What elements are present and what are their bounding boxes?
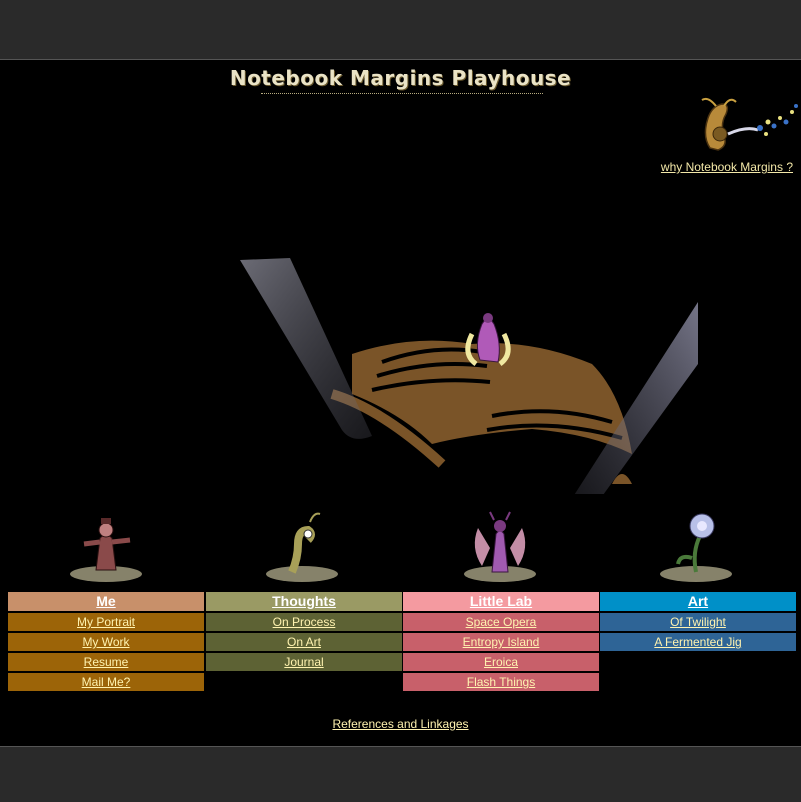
menu-item-a-fermented-jig[interactable]: A Fermented Jig xyxy=(600,633,796,651)
menu-item-mail-me[interactable]: Mail Me? xyxy=(8,673,204,691)
menu-item-eroica[interactable]: Eroica xyxy=(403,653,599,671)
menu-item-of-twilight[interactable]: Of Twilight xyxy=(600,613,796,631)
menu-item-flash-things[interactable]: Flash Things xyxy=(403,673,599,691)
menu-item-my-portrait[interactable]: My Portrait xyxy=(8,613,204,631)
menu-item-entropy-island[interactable]: Entropy Island xyxy=(403,633,599,651)
flower-figure-icon xyxy=(660,513,732,582)
menu-item-space-opera[interactable]: Space Opera xyxy=(403,613,599,631)
snail-creature-icon xyxy=(701,97,798,151)
menu-item-resume[interactable]: Resume xyxy=(8,653,204,671)
title-underline xyxy=(261,93,543,94)
menu-item-journal[interactable]: Journal xyxy=(206,653,402,671)
browser-bottom-bar xyxy=(0,746,801,802)
fairy-figure-icon xyxy=(464,511,536,582)
menu-art: Art Of Twilight A Fermented Jig xyxy=(600,592,796,653)
menu-heading-little-lab[interactable]: Little Lab xyxy=(403,592,599,611)
references-link[interactable]: References and Linkages xyxy=(332,717,469,731)
browser-top-bar xyxy=(0,0,801,60)
why-notebook-margins-link[interactable]: why Notebook Margins ? xyxy=(660,160,793,174)
site-title: Notebook Margins Playhouse xyxy=(229,66,572,90)
coat-figure-icon xyxy=(70,518,142,582)
worm-figure-icon xyxy=(266,512,338,582)
menu-item-my-work[interactable]: My Work xyxy=(8,633,204,651)
menu-heading-thoughts[interactable]: Thoughts xyxy=(206,592,402,611)
menu-heading-me[interactable]: Me xyxy=(8,592,204,611)
page-content: Notebook Margins Playhouse why Notebook … xyxy=(0,60,801,746)
menu-item-on-art[interactable]: On Art xyxy=(206,633,402,651)
book-stage-spotlight-illustration xyxy=(240,258,698,494)
menu-item-on-process[interactable]: On Process xyxy=(206,613,402,631)
menu-heading-art[interactable]: Art xyxy=(600,592,796,611)
